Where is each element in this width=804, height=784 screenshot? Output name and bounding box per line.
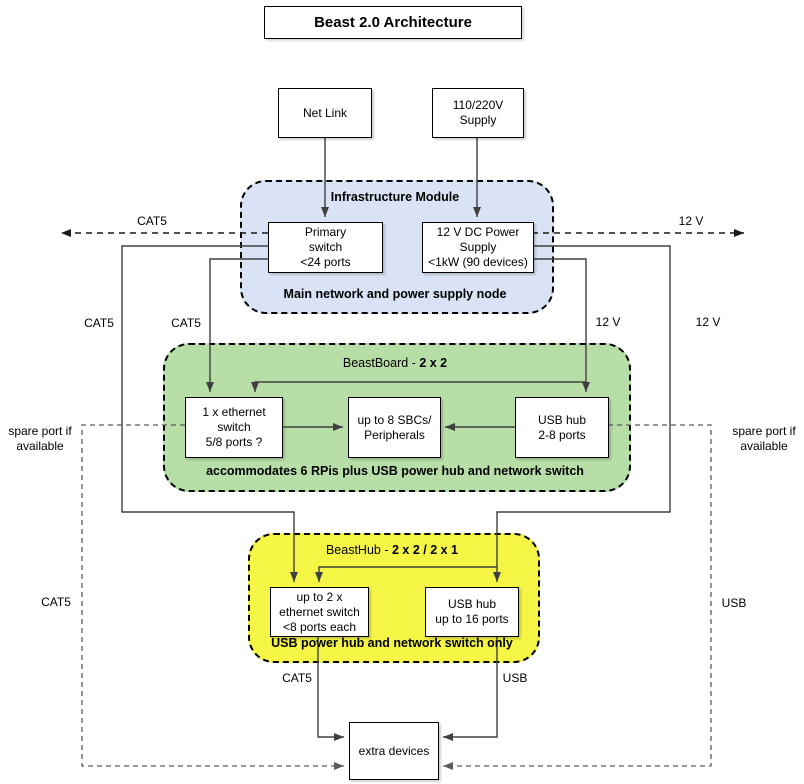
cat5-label-left-rail: CAT5 [41, 595, 71, 609]
usb-label-bottom: USB [502, 671, 528, 685]
beastboard-title-bold: 2 x 2 [419, 356, 448, 370]
usb-label-right-rail: USB [721, 596, 747, 610]
spare-port-right-connector [443, 424, 712, 770]
cat5-inner-connector [206, 258, 268, 392]
net-link-node: Net Link [278, 88, 372, 138]
beasthub-title: BeastHub - 2 x 2 / 2 x 1 [248, 543, 536, 557]
beasthub-usb-hub-node: USB hub up to 16 ports [425, 587, 519, 637]
12v-inner-branch [251, 381, 586, 392]
12v-label-top-right: 12 V [678, 214, 704, 228]
beasthub-caption: USB power hub and network switch only [271, 636, 513, 650]
cat5-label-inner: CAT5 [171, 316, 201, 330]
12v-label-outer: 12 V [695, 315, 721, 329]
beasthub-title-bold: 2 x 2 / 2 x 1 [391, 543, 459, 557]
cat5-to-extra-devices [317, 635, 344, 741]
beastboard-ethernet-switch-node: 1 x ethernet switch 5/8 ports ? [185, 397, 283, 458]
dc-power-supply-node: 12 V DC Power Supply <1kW (90 devices) [422, 222, 534, 273]
spare-port-label-right: spare port if available [732, 424, 796, 453]
beastboard-caption: accommodates 6 RPis plus USB power hub a… [206, 464, 584, 478]
cat5-label-top-left: CAT5 [137, 214, 167, 228]
diagram-title-box: Beast 2.0 Architecture [264, 6, 522, 39]
cat5-label-bottom: CAT5 [282, 671, 312, 685]
cat5-outer-connector [121, 245, 298, 582]
infrastructure-module-caption: Main network and power supply node [283, 287, 507, 301]
beasthub-ethernet-switch-node: up to 2 x ethernet switch <8 ports each [270, 587, 369, 637]
beastboard-title: BeastBoard - 2 x 2 [163, 356, 627, 370]
diagram-title: Beast 2.0 Architecture [314, 14, 472, 31]
power-supply-node: 110/220V Supply [432, 88, 524, 138]
usb-to-extra-devices [443, 635, 498, 741]
12v-outer-branch [315, 566, 497, 582]
beastboard-usb-hub-node: USB hub 2-8 ports [515, 397, 609, 458]
beasthub-title-prefix: BeastHub - [325, 543, 392, 557]
infrastructure-module-title: Infrastructure Module [330, 190, 460, 204]
spare-port-left-connector [81, 424, 344, 770]
12v-inner-connector [532, 258, 590, 392]
extra-devices-node: extra devices [349, 722, 439, 780]
primary-switch-node: Primary switch <24 ports [268, 222, 383, 273]
12v-outer-connector [493, 245, 671, 582]
beastboard-title-prefix: BeastBoard - [342, 356, 420, 370]
cat5-label-outer: CAT5 [84, 316, 114, 330]
12v-label-inner: 12 V [595, 315, 621, 329]
spare-port-label-left: spare port if available [8, 424, 72, 453]
beastboard-sbcs-node: up to 8 SBCs/ Peripherals [348, 397, 441, 458]
